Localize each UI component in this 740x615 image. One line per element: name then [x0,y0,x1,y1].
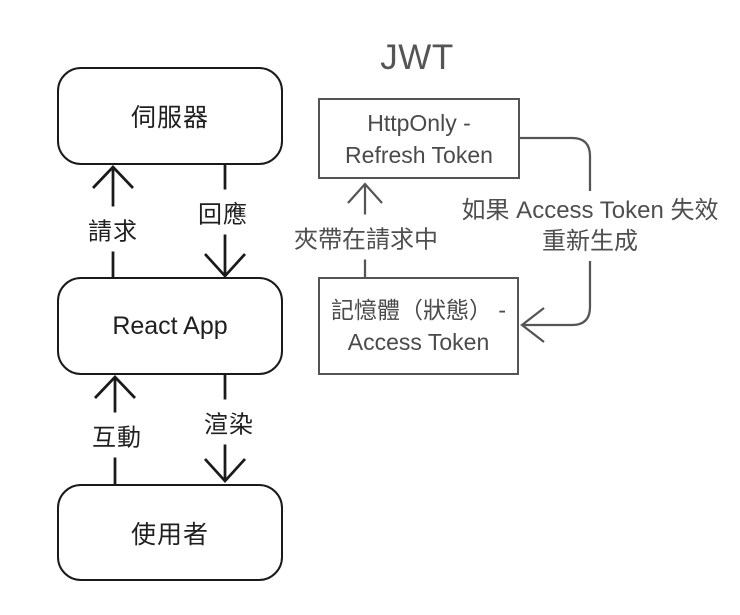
user-node-label: 使用者 [130,520,209,549]
attach-arrowhead-icon [347,182,383,204]
response-edge-label: 回應 [194,189,252,235]
user-node: 使用者 [57,484,283,581]
access-token-box-line1: 記憶體（狀態） - [330,297,507,323]
response-arrowhead-icon [203,253,247,279]
access-token-box: 記憶體（狀態） - Access Token [318,277,519,375]
request-edge-label: 請求 [84,206,142,252]
render-edge-label: 渲染 [200,399,258,445]
refresh-token-box-line1: HttpOnly - [367,109,471,136]
regenerate-edge-label-line1: 如果 Access Token 失效 [461,197,719,224]
regenerate-edge-label: 如果 Access Token 失效 重新生成 [455,191,725,261]
render-arrowhead-icon [203,458,247,484]
request-arrowhead-icon [92,165,134,189]
server-node: 伺服器 [57,67,283,165]
attach-in-request-edge-label: 夾帶在請求中 [290,214,442,260]
interaction-arrowhead-icon [94,375,136,399]
access-token-box-line2: Access Token [347,329,490,355]
interaction-edge-label: 互動 [88,412,146,458]
refresh-token-box: HttpOnly - Refresh Token [318,98,520,179]
refresh-token-box-line2: Refresh Token [345,141,493,168]
jwt-section-title: JWT [380,38,454,77]
react-app-node-label: React App [112,311,228,340]
regenerate-edge-label-line2: 重新生成 [542,228,638,255]
server-node-label: 伺服器 [130,104,209,132]
react-app-node: React App [57,277,283,375]
regenerate-arrowhead-icon [520,307,545,343]
